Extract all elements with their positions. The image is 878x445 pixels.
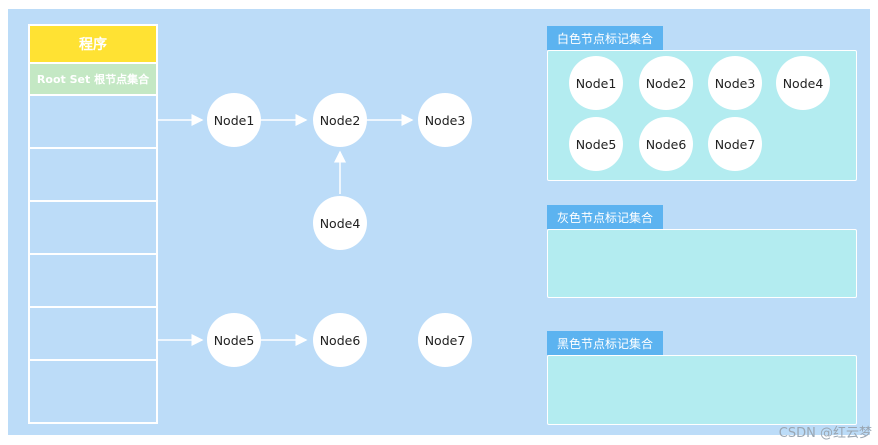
white-set-title: 白色节点标记集合 [547, 26, 664, 50]
white-set-node-3: Node3 [708, 56, 762, 110]
root-slot [30, 149, 156, 202]
graph-node-7: Node7 [418, 313, 472, 367]
program-stack: 程序 Root Set 根节点集合 [28, 24, 158, 424]
watermark: CSDN @红云梦 [778, 426, 872, 441]
graph-node-1: Node1 [207, 93, 261, 147]
program-title: 程序 [30, 26, 156, 64]
black-set-title: 黑色节点标记集合 [547, 331, 664, 355]
root-slot [30, 308, 156, 361]
root-set-label: Root Set 根节点集合 [30, 64, 156, 96]
white-set-node-5: Node5 [569, 117, 623, 171]
white-set-node-6: Node6 [639, 117, 693, 171]
graph-node-2: Node2 [313, 93, 367, 147]
graph-node-4: Node4 [313, 196, 367, 250]
white-set-node-7: Node7 [708, 117, 762, 171]
white-set-node-2: Node2 [639, 56, 693, 110]
graph-node-6: Node6 [313, 313, 367, 367]
root-slot [30, 202, 156, 255]
white-set-node-1: Node1 [569, 56, 623, 110]
root-slot [30, 255, 156, 308]
gray-set-title: 灰色节点标记集合 [547, 205, 664, 229]
graph-node-5: Node5 [207, 313, 261, 367]
gray-set-box [547, 229, 857, 298]
black-set-box [547, 355, 857, 425]
root-slot [30, 96, 156, 149]
white-set-node-4: Node4 [776, 56, 830, 110]
graph-node-3: Node3 [418, 93, 472, 147]
